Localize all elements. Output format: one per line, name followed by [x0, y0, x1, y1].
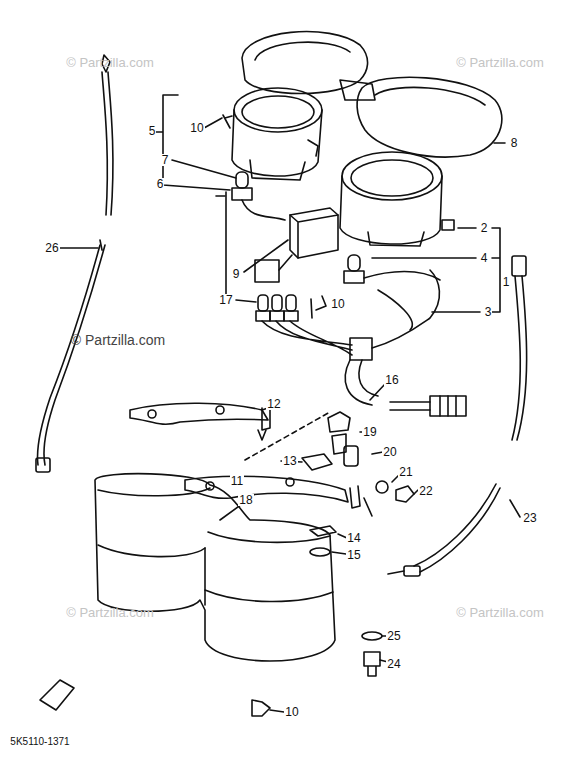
callout-number: 9	[232, 268, 241, 280]
callout-number: 25	[386, 630, 401, 642]
drawing-number: 5K5110-1371	[10, 737, 69, 747]
watermark: © Partzilla.com	[66, 606, 154, 619]
callout-number: 8	[510, 137, 519, 149]
indicator-block	[255, 208, 338, 282]
wire-harness	[256, 270, 466, 416]
callout-number: 15	[346, 549, 361, 561]
meter-bracket	[130, 403, 372, 516]
callout-number: 10	[330, 298, 345, 310]
small-parts	[281, 412, 418, 556]
speedometer	[232, 88, 322, 180]
callout-number: 5	[148, 125, 157, 137]
callout-number: 16	[384, 374, 399, 386]
callout-number: 4	[480, 252, 489, 264]
meter-cover	[242, 32, 502, 157]
bulb-socket	[216, 172, 440, 300]
tachometer	[340, 152, 454, 246]
callout-number: 17	[218, 294, 233, 306]
callout-number: 14	[346, 532, 361, 544]
tachometer-cable	[388, 256, 527, 576]
watermark: © Partzilla.com	[456, 606, 544, 619]
assembly-line	[245, 412, 330, 460]
watermark: © Partzilla.com	[456, 56, 544, 69]
callout-number: 2	[480, 222, 489, 234]
callout-number: 7	[161, 154, 170, 166]
callout-number: 18	[238, 494, 253, 506]
watermark: © Partzilla.com	[71, 333, 165, 347]
direction-arrow	[40, 680, 74, 710]
callout-number: 13	[282, 455, 297, 467]
watermark: © Partzilla.com	[66, 56, 154, 69]
group-bracket	[60, 95, 520, 517]
callout-number: 6	[156, 178, 165, 190]
screws	[223, 115, 388, 716]
callout-number: 19	[362, 426, 377, 438]
callout-number: 26	[44, 242, 59, 254]
callout-number: 20	[382, 446, 397, 458]
callout-number: 1	[502, 276, 511, 288]
callout-number: 23	[522, 512, 537, 524]
callout-number: 22	[418, 485, 433, 497]
meter-case	[95, 474, 335, 661]
callout-number: 10	[284, 706, 299, 718]
callout-number: 3	[484, 306, 493, 318]
callout-number: 24	[386, 658, 401, 670]
callout-number: 12	[266, 398, 281, 410]
callout-number: 11	[230, 475, 244, 487]
callout-number: 10	[189, 122, 204, 134]
speedometer-cable	[36, 55, 113, 472]
callout-number: 21	[398, 466, 413, 478]
